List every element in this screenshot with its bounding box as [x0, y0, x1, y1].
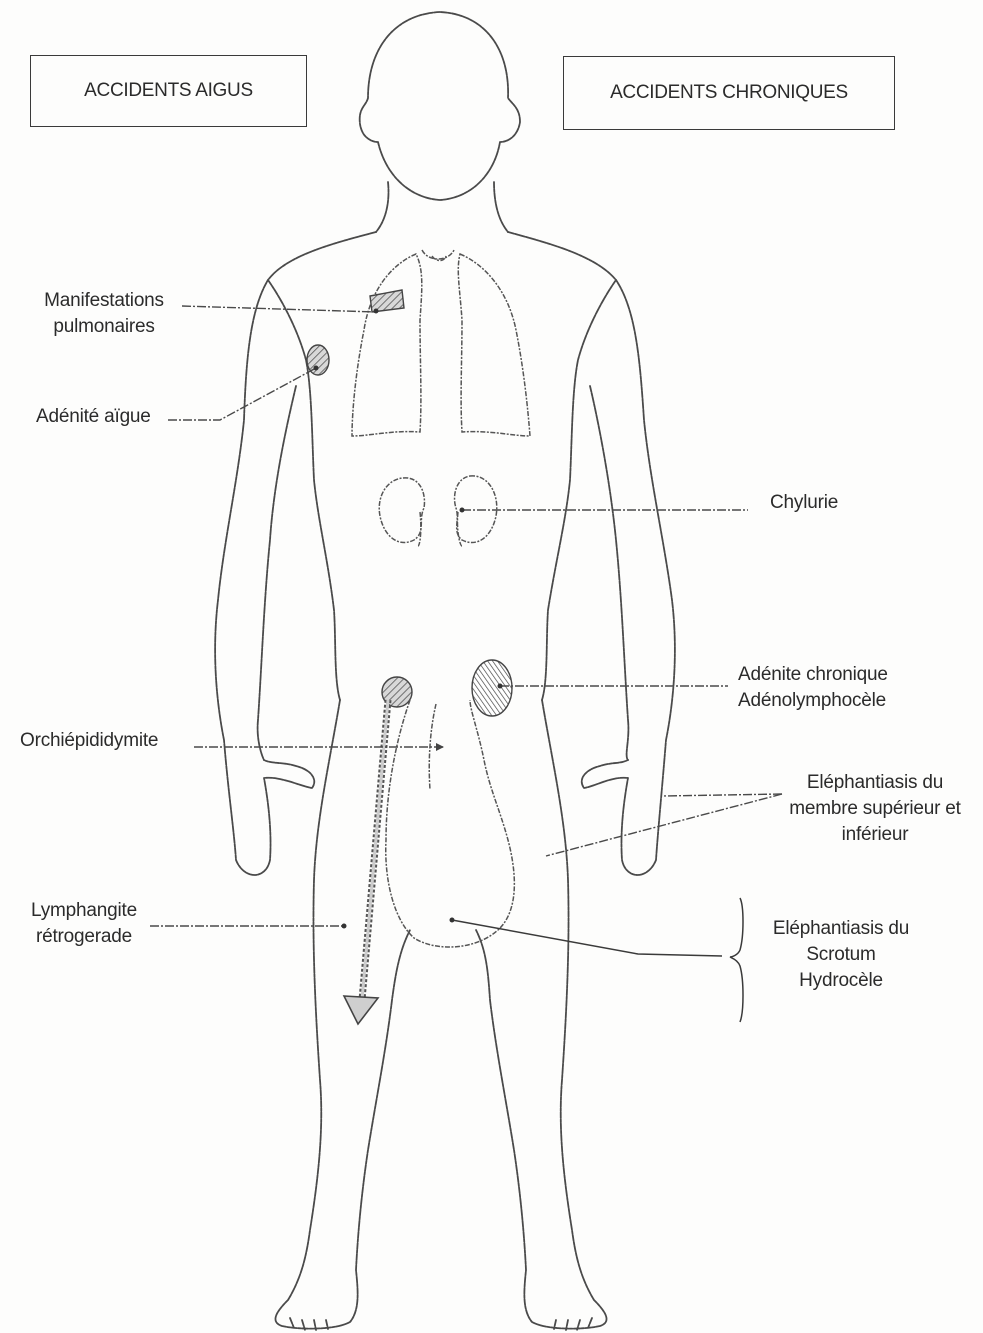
label-orchiepididymite: Orchiépididymite — [20, 728, 158, 754]
label-chylurie: Chylurie — [770, 490, 838, 516]
label-adenite-aigue: Adénité aïgue — [36, 404, 151, 430]
label-lymphangite: Lymphangite rétrogerade — [16, 898, 152, 950]
kidneys-outline — [379, 476, 497, 546]
label-elephantiasis-scrotum: Eléphantiasis du Scrotum Hydrocèle — [756, 916, 926, 994]
scrotum-outline — [386, 700, 515, 947]
label-manifestations-pulmonaires: Manifestations pulmonaires — [24, 288, 184, 340]
acute-accidents-header: ACCIDENTS AIGUS — [30, 55, 307, 127]
head-outline — [360, 12, 520, 232]
chronic-accidents-title: ACCIDENTS CHRONIQUES — [610, 82, 848, 104]
lymphangite-arrow — [344, 700, 388, 1024]
body-outline — [215, 232, 675, 1330]
lungs-outline — [352, 250, 530, 436]
label-adenite-chronique: Adénite chronique Adénolymphocèle — [738, 662, 888, 714]
inguinal-node-right — [472, 660, 512, 716]
label-elephantiasis-membre: Eléphantiasis du membre supérieur et inf… — [772, 770, 978, 848]
acute-accidents-title: ACCIDENTS AIGUS — [84, 80, 253, 102]
chronic-accidents-header: ACCIDENTS CHRONIQUES — [563, 56, 895, 130]
